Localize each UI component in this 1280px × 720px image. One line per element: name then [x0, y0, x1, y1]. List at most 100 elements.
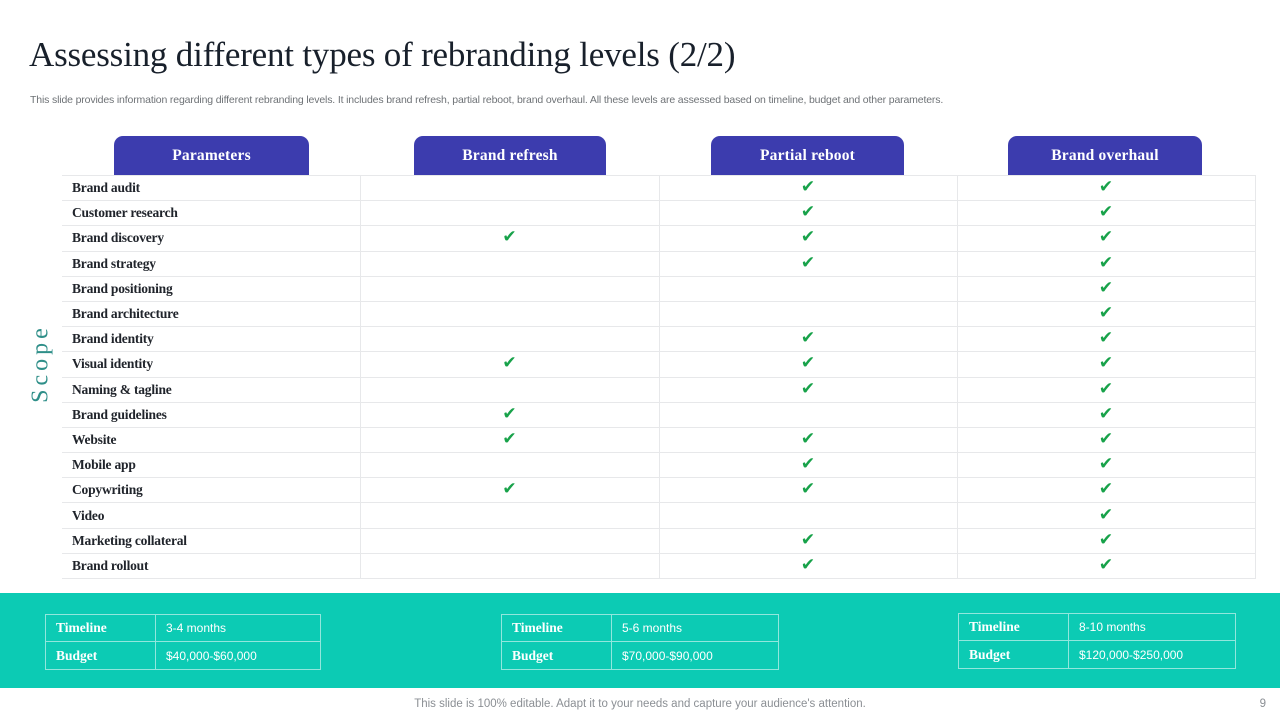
row-label: Website [62, 427, 361, 454]
check-cell-empty[interactable] [360, 251, 660, 277]
check-icon: ✔ [800, 479, 816, 500]
spec-box-brand-overhaul: Timeline 8-10 months Budget $120,000-$25… [958, 613, 1236, 669]
row-label: Copywriting [62, 477, 361, 504]
table-row: Brand guidelines✔✔ [62, 402, 1256, 428]
table-row: Brand strategy ✔ ✔ [62, 251, 1256, 277]
check-cell-filled[interactable]: ✔ [659, 377, 958, 403]
check-icon: ✔ [800, 428, 816, 449]
column-header-brand-refresh[interactable]: Brand refresh [414, 136, 606, 175]
row-label: Mobile app [62, 452, 361, 479]
spec-budget-label: Budget [959, 641, 1069, 668]
check-cell-filled[interactable]: ✔ [957, 377, 1256, 403]
check-cell-filled[interactable]: ✔ [957, 402, 1256, 428]
check-icon: ✔ [800, 529, 816, 550]
page-subtitle: This slide provides information regardin… [30, 94, 944, 106]
check-cell-filled[interactable]: ✔ [360, 351, 660, 378]
table-row: Brand rollout ✔✔ [62, 553, 1256, 580]
spec-budget-value: $120,000-$250,000 [1079, 647, 1184, 662]
check-icon: ✔ [800, 177, 816, 198]
check-icon: ✔ [502, 353, 517, 374]
check-cell-filled[interactable]: ✔ [659, 477, 958, 504]
column-header-partial-reboot[interactable]: Partial reboot [711, 136, 904, 175]
row-label: Brand rollout [62, 553, 361, 580]
check-icon: ✔ [1098, 378, 1114, 399]
check-icon: ✔ [800, 353, 816, 374]
check-cell-filled[interactable]: ✔ [957, 276, 1256, 302]
check-cell-filled[interactable]: ✔ [659, 251, 958, 277]
row-label: Brand identity [62, 326, 361, 353]
table-row: Marketing collateral✔✔ [62, 528, 1256, 554]
check-cell-filled[interactable]: ✔ [957, 251, 1256, 277]
check-cell-filled[interactable]: ✔ [659, 200, 958, 227]
check-cell-empty[interactable] [659, 301, 958, 328]
check-cell-filled[interactable]: ✔ [957, 452, 1256, 479]
check-cell-filled[interactable]: ✔ [659, 174, 958, 202]
spec-budget-value: $40,000-$60,000 [166, 648, 257, 663]
check-icon: ✔ [502, 403, 517, 424]
check-cell-filled[interactable]: ✔ [659, 553, 958, 580]
check-cell-empty[interactable] [360, 553, 660, 580]
check-icon: ✔ [1098, 202, 1114, 223]
footer-note: This slide is 100% editable. Adapt it to… [414, 698, 866, 710]
check-cell-empty[interactable] [360, 502, 660, 529]
row-label: Video [62, 502, 361, 529]
check-icon: ✔ [800, 328, 816, 349]
check-cell-filled[interactable]: ✔ [360, 427, 660, 454]
spec-box-brand-refresh: Timeline 3-4 months Budget $40,000-$60,0… [45, 614, 321, 670]
check-icon: ✔ [800, 378, 816, 399]
table-row: Website✔✔✔ [62, 427, 1256, 454]
check-cell-filled[interactable]: ✔ [957, 427, 1256, 454]
check-cell-empty[interactable] [360, 301, 660, 328]
check-cell-empty[interactable] [360, 528, 660, 554]
spec-box-partial-reboot: Timeline 5-6 months Budget $70,000-$90,0… [501, 614, 779, 670]
check-cell-empty[interactable] [360, 200, 660, 227]
check-icon: ✔ [800, 454, 816, 475]
check-cell-empty[interactable] [360, 174, 660, 202]
check-cell-empty[interactable] [360, 276, 660, 302]
check-cell-filled[interactable]: ✔ [957, 225, 1256, 252]
check-cell-filled[interactable]: ✔ [360, 477, 660, 504]
check-icon: ✔ [1098, 277, 1114, 298]
page-number: 9 [1259, 698, 1266, 710]
check-cell-empty[interactable] [360, 452, 660, 479]
check-cell-filled[interactable]: ✔ [957, 502, 1256, 529]
row-label: Brand audit [62, 174, 361, 202]
check-cell-filled[interactable]: ✔ [659, 528, 958, 554]
check-cell-filled[interactable]: ✔ [659, 326, 958, 353]
check-cell-empty[interactable] [360, 326, 660, 353]
check-cell-filled[interactable]: ✔ [957, 477, 1256, 504]
check-cell-filled[interactable]: ✔ [957, 326, 1256, 353]
check-cell-filled[interactable]: ✔ [957, 200, 1256, 227]
check-cell-filled[interactable]: ✔ [659, 351, 958, 378]
row-label: Brand strategy [62, 251, 361, 277]
check-cell-filled[interactable]: ✔ [659, 427, 958, 454]
scope-vertical-label: Scope [27, 324, 54, 403]
spec-budget-value: $70,000-$90,000 [622, 648, 713, 663]
check-cell-empty[interactable] [659, 276, 958, 302]
column-header-parameters[interactable]: Parameters [114, 136, 309, 175]
table-row: Mobile app ✔ ✔ [62, 452, 1256, 479]
table-row: Brand positioning✔ [62, 276, 1256, 302]
check-cell-filled[interactable]: ✔ [659, 452, 958, 479]
check-cell-filled[interactable]: ✔ [957, 174, 1256, 202]
check-cell-filled[interactable]: ✔ [360, 225, 660, 252]
spec-timeline-label: Timeline [959, 614, 1069, 641]
column-header-brand-overhaul[interactable]: Brand overhaul [1008, 136, 1202, 175]
check-cell-empty[interactable] [659, 502, 958, 529]
check-cell-filled[interactable]: ✔ [957, 528, 1256, 554]
table-row: Brand audit ✔ ✔ [62, 174, 1256, 202]
check-cell-filled[interactable]: ✔ [957, 553, 1256, 580]
check-icon: ✔ [1098, 328, 1114, 349]
check-icon: ✔ [1098, 454, 1114, 475]
check-cell-filled[interactable]: ✔ [957, 351, 1256, 378]
check-icon: ✔ [1098, 252, 1114, 273]
check-cell-filled[interactable]: ✔ [360, 402, 660, 428]
row-label: Visual identity [62, 351, 361, 378]
check-cell-empty[interactable] [659, 402, 958, 428]
table-row: Video ✔ [62, 502, 1256, 529]
check-cell-filled[interactable]: ✔ [659, 225, 958, 252]
check-cell-empty[interactable] [360, 377, 660, 403]
check-cell-filled[interactable]: ✔ [957, 301, 1256, 328]
check-icon: ✔ [800, 227, 816, 248]
